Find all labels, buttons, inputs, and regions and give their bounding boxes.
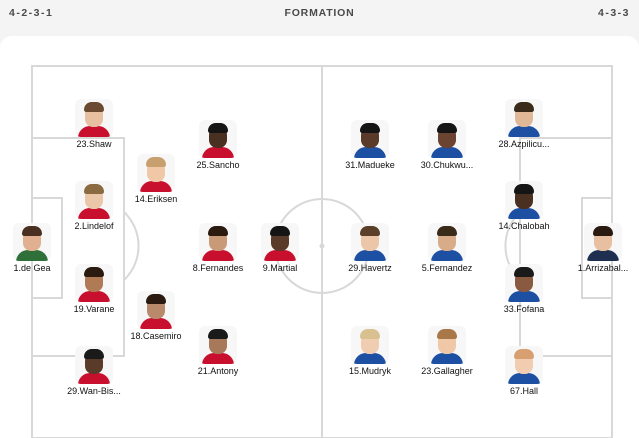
- player-home-attacking-center[interactable]: 8.Fernandes: [170, 223, 266, 287]
- player-away-defender-top[interactable]: 28.Azpilicu...: [476, 99, 572, 163]
- player-away-defender-center-bottom[interactable]: 33.Fofana: [476, 264, 572, 328]
- player-name: 1.Arrizabal...: [577, 263, 629, 273]
- player-name: 14.Eriksen: [134, 194, 178, 204]
- player-photo: [351, 223, 389, 261]
- player-name: 1.de Gea: [13, 263, 51, 273]
- player-away-midfield-top[interactable]: 30.Chukwu...: [399, 120, 495, 184]
- player-photo: [505, 181, 543, 219]
- player-name: 25.Sancho: [196, 160, 240, 170]
- player-name: 8.Fernandes: [192, 263, 244, 273]
- player-name: 15.Mudryk: [348, 366, 392, 376]
- player-photo: [505, 346, 543, 384]
- player-photo: [75, 264, 113, 302]
- player-photo: [428, 326, 466, 364]
- player-photo: [584, 223, 622, 261]
- player-away-forward-left[interactable]: 31.Madueke: [322, 120, 418, 184]
- player-photo: [137, 291, 175, 329]
- player-away-forward-right[interactable]: 15.Mudryk: [322, 326, 418, 390]
- player-away-midfield-center[interactable]: 5.Fernandez: [399, 223, 495, 287]
- home-penalty-arc: [123, 211, 140, 281]
- player-home-midfield-right[interactable]: 18.Casemiro: [108, 291, 204, 355]
- player-photo: [505, 264, 543, 302]
- player-photo: [428, 120, 466, 158]
- player-photo: [13, 223, 51, 261]
- player-name: 29.Wan-Bis...: [67, 386, 121, 396]
- player-away-forward-center[interactable]: 29.Havertz: [322, 223, 418, 287]
- player-photo: [137, 154, 175, 192]
- player-home-center-back-left[interactable]: 2.Lindelof: [46, 181, 142, 245]
- player-away-defender-bottom[interactable]: 67.Hall: [476, 346, 572, 410]
- player-home-attacking-right[interactable]: 21.Antony: [170, 326, 266, 390]
- player-name: 21.Antony: [197, 366, 239, 376]
- player-home-midfield-left[interactable]: 14.Eriksen: [108, 154, 204, 218]
- center-spot: [319, 243, 325, 249]
- player-name: 14.Chalobah: [498, 221, 550, 231]
- player-photo: [199, 120, 237, 158]
- player-name: 5.Fernandez: [421, 263, 473, 273]
- player-name: 23.Gallagher: [421, 366, 473, 376]
- player-photo: [351, 120, 389, 158]
- player-home-goalkeeper[interactable]: 1.de Gea: [0, 223, 80, 287]
- player-photo: [428, 223, 466, 261]
- player-photo: [199, 223, 237, 261]
- player-photo: [199, 326, 237, 364]
- player-home-left-back[interactable]: 23.Shaw: [46, 99, 142, 163]
- player-photo: [75, 346, 113, 384]
- player-photo: [351, 326, 389, 364]
- lineup-panel: 1.de Gea 23.Shaw 2.Lindelof 19.Varane 29…: [0, 36, 639, 438]
- player-name: 2.Lindelof: [74, 221, 114, 231]
- player-away-defender-center-top[interactable]: 14.Chalobah: [476, 181, 572, 245]
- home-formation: 4-2-3-1: [9, 7, 54, 19]
- player-home-right-back[interactable]: 29.Wan-Bis...: [46, 346, 142, 410]
- player-home-striker[interactable]: 9.Martial: [232, 223, 328, 287]
- player-name: 28.Azpilicu...: [498, 139, 550, 149]
- player-name: 18.Casemiro: [130, 331, 182, 341]
- player-home-center-back-right[interactable]: 19.Varane: [46, 264, 142, 328]
- player-name: 29.Havertz: [348, 263, 392, 273]
- player-away-midfield-bottom[interactable]: 23.Gallagher: [399, 326, 495, 390]
- player-name: 19.Varane: [73, 304, 115, 314]
- player-photo: [505, 99, 543, 137]
- player-name: 33.Fofana: [503, 304, 545, 314]
- player-photo: [75, 181, 113, 219]
- away-formation: 4-3-3: [597, 7, 630, 19]
- player-name: 67.Hall: [509, 386, 538, 396]
- player-name: 31.Madueke: [345, 160, 395, 170]
- player-home-attacking-left[interactable]: 25.Sancho: [170, 120, 266, 184]
- player-away-goalkeeper[interactable]: 1.Arrizabal...: [555, 223, 639, 287]
- player-name: 23.Shaw: [76, 139, 112, 149]
- formation-header: 4-2-3-1 FORMATION 4-3-3: [0, 0, 639, 26]
- player-name: 9.Martial: [262, 263, 298, 273]
- player-name: 30.Chukwu...: [420, 160, 474, 170]
- section-title: FORMATION: [284, 7, 355, 19]
- player-photo: [75, 99, 113, 137]
- player-photo: [261, 223, 299, 261]
